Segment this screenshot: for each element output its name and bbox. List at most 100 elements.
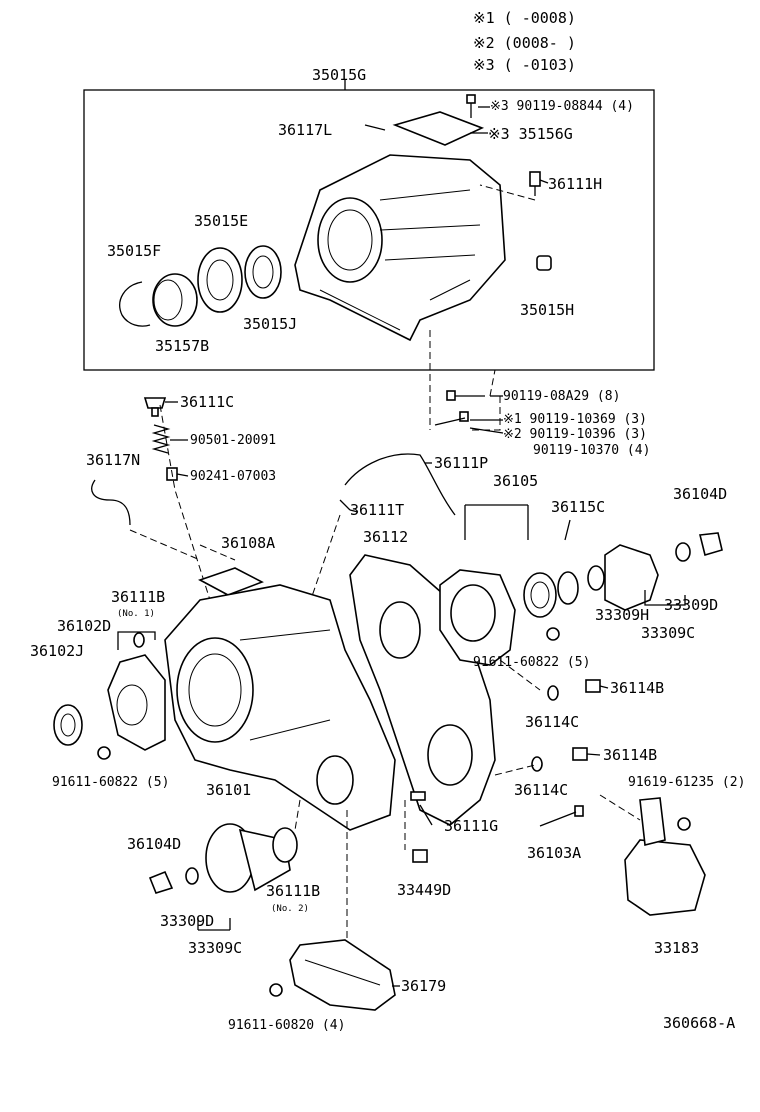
label-36112: 36112 (363, 528, 409, 546)
label-33309D-bot: 33309D (160, 912, 215, 930)
cup-35157B (152, 273, 198, 327)
breather-36111H (529, 171, 541, 196)
label-36104D-bot: 36104D (127, 835, 182, 853)
bolt-91611-l (97, 746, 111, 760)
label-91611-60822-l: 91611-60822 (5) (52, 775, 170, 790)
label-36111C: 36111C (180, 393, 235, 411)
label-36111H: 36111H (548, 175, 603, 193)
label-35015E: 35015E (194, 212, 249, 230)
label-91611-60822-r: 91611-60822 (5) (473, 655, 591, 670)
note-2: ※2 (0008- ) (473, 34, 576, 52)
label-36105: 36105 (493, 472, 539, 490)
label-90241-07003: 90241-07003 (190, 469, 277, 484)
tube-36111P (344, 453, 456, 516)
bolt-36103A (539, 805, 584, 827)
washer-36114C-1 (547, 685, 559, 701)
extension-housing-box (83, 89, 655, 371)
extension-housing (294, 154, 506, 342)
bolt-91611-60820 (269, 983, 283, 997)
bearing-35015E (197, 247, 243, 313)
tube-36111T (339, 499, 351, 511)
note-3: ※3 ( -0103) (473, 56, 576, 74)
label-36111B-1-sub: (No. 1) (117, 609, 155, 619)
seal-2 (557, 571, 579, 605)
label-35156G: ※3 35156G (488, 125, 573, 143)
label-36108A: 36108A (221, 534, 276, 552)
label-33449D: 33449D (397, 881, 452, 899)
rear-output-36105 (439, 569, 516, 666)
breather-36111C (143, 397, 167, 417)
label-36111B-1: 36111B (111, 588, 166, 606)
label-36102D: 36102D (57, 617, 112, 635)
label-90119-10396: ※2 90119-10396 (3) (503, 427, 647, 442)
label-35157B: 35157B (155, 337, 210, 355)
plug-35015H (536, 255, 552, 271)
label-36101: 36101 (206, 781, 252, 799)
washer-33309D-b (185, 867, 199, 885)
snap-ring-35015F (119, 281, 151, 327)
label-90119-08A29: 90119-08A29 (8) (503, 389, 621, 404)
seal-35015J (244, 245, 282, 299)
label-33183: 33183 (654, 939, 700, 957)
gasket-36108A (198, 567, 264, 596)
mount-33183 (624, 797, 706, 916)
bolts-90119 (434, 390, 485, 426)
seal-36115C (523, 572, 557, 618)
label-33309C-bot: 33309C (188, 939, 243, 957)
label-33309H: 33309H (595, 606, 650, 624)
label-90501-20091: 90501-20091 (190, 433, 277, 448)
washer-33309D (675, 542, 691, 562)
fitting-36114B-1 (585, 679, 601, 693)
nut-36104D (699, 532, 723, 557)
label-36114B-2: 36114B (603, 746, 658, 764)
label-36111B-2: 36111B (266, 882, 321, 900)
label-90119-10369: ※1 90119-10369 (3) (503, 412, 647, 427)
cover-plate (392, 111, 485, 146)
label-91611-60820: 91611-60820 (4) (228, 1018, 346, 1033)
label-35015G: 35015G (312, 66, 367, 84)
label-36111T: 36111T (350, 501, 405, 519)
spring-90501 (151, 424, 171, 454)
label-36179: 36179 (401, 977, 447, 995)
label-33309D-top: 33309D (664, 596, 719, 614)
note-1: ※1 ( -0008) (473, 9, 576, 27)
label-91619-61235: 91619-61235 (2) (628, 775, 746, 790)
label-36102J: 36102J (30, 642, 85, 660)
label-36104D-top: 36104D (673, 485, 728, 503)
label-36111B-2-sub: (No. 2) (271, 904, 309, 914)
label-36114C-2: 36114C (514, 781, 569, 799)
washer-36114C-2 (531, 756, 543, 772)
plug-33449D (412, 849, 428, 863)
skid-plate-36179 (289, 939, 396, 1011)
label-36115C: 36115C (551, 498, 606, 516)
label-33309C-top: 33309C (641, 624, 696, 642)
label-36117N: 36117N (86, 451, 141, 469)
label-36111P: 36111P (434, 454, 489, 472)
fitting-36114B-2 (572, 747, 588, 761)
label-36111G: 36111G (444, 817, 499, 835)
flange-33309 (587, 544, 659, 611)
label-35015H: 35015H (520, 301, 575, 319)
plug-36111G (410, 791, 426, 801)
label-360668-A: 360668-A (663, 1014, 736, 1032)
gasket-36111B-1 (133, 632, 145, 648)
pin-36117L (364, 124, 386, 131)
label-36114B-1: 36114B (610, 679, 665, 697)
label-90119-08844: ※3 90119-08844 (4) (490, 99, 634, 114)
hose-36117N (91, 479, 131, 526)
label-36117L: 36117L (278, 121, 333, 139)
label-35015F: 35015F (107, 242, 162, 260)
label-35015J: 35015J (243, 315, 298, 333)
label-90119-10370: 90119-10370 (4) (533, 443, 651, 458)
label-36114C-1: 36114C (525, 713, 580, 731)
gasket-36111B-2 (272, 827, 298, 863)
transfer-case-36101 (164, 584, 396, 831)
bolt-08844 (466, 94, 476, 118)
nut-36104D-b (148, 870, 174, 894)
cover-36102D (107, 654, 166, 751)
seal-36102J (53, 704, 83, 746)
label-36103A: 36103A (527, 844, 582, 862)
bolt-91611-r (546, 627, 560, 641)
